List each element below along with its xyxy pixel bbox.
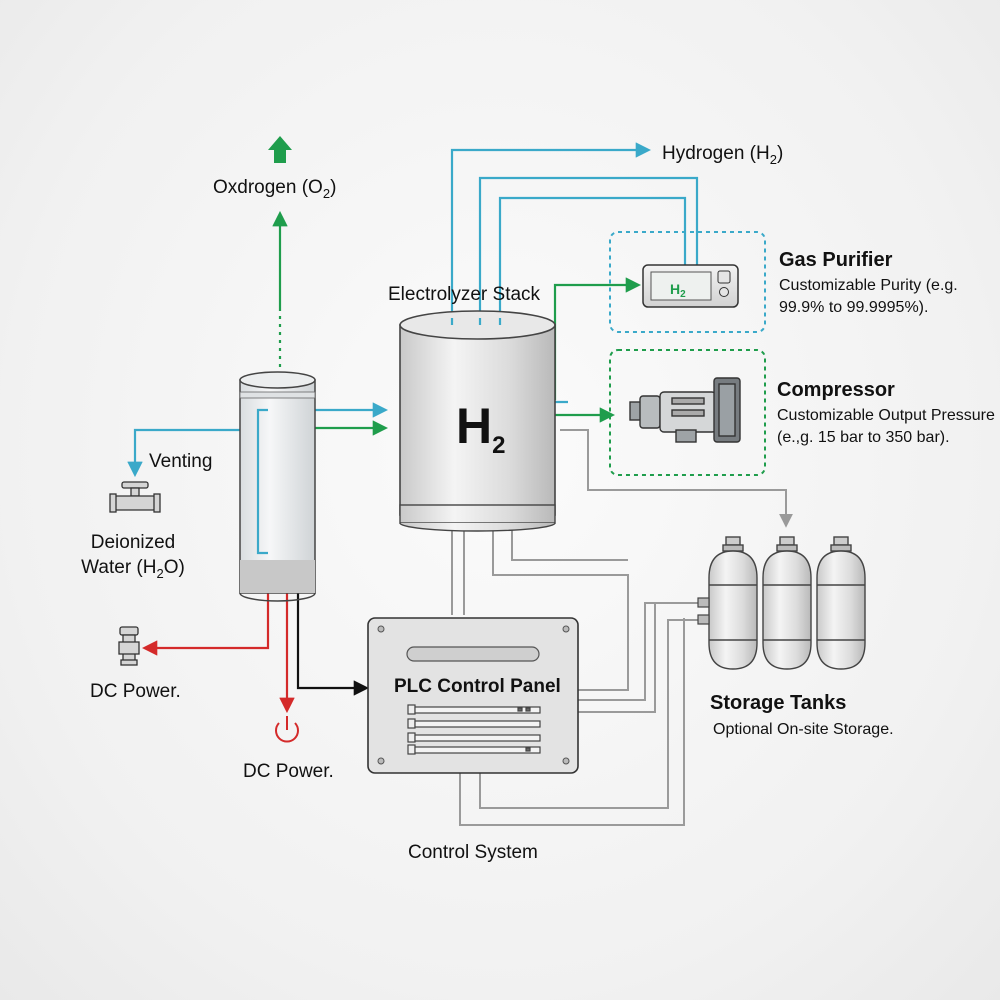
plc-control-modules xyxy=(407,704,541,755)
stack-top-ports xyxy=(450,318,502,325)
compressor-device xyxy=(629,377,741,443)
storage-tanks-desc: Optional On-site Storage. xyxy=(713,721,894,738)
tank-inlet-ports xyxy=(697,597,710,625)
gas-purifier-device xyxy=(642,264,739,308)
plc-module-row xyxy=(407,744,541,755)
valve-icon xyxy=(109,481,161,513)
power-icon xyxy=(275,716,299,743)
gas-purifier-desc-line2: 99.9% to 99.9995%). xyxy=(779,299,928,316)
gas-purifier-desc-line1: Customizable Purity (e.g. xyxy=(779,277,958,294)
oxygen-outlet-arrow-icon xyxy=(268,136,292,163)
deionized-water-label-line2: Water (H2O) xyxy=(81,557,185,581)
electrolyzer-stack xyxy=(399,310,556,532)
gas-purifier-device-label: H2 xyxy=(670,281,686,300)
oxygen-output-label: Oxdrogen (O2) xyxy=(213,177,336,201)
hydrogen-output-label: Hydrogen (H2) xyxy=(662,143,783,167)
dc-power-bottom-label: DC Power. xyxy=(243,761,334,782)
plc-module-row xyxy=(407,718,541,729)
venting-label: Venting xyxy=(149,451,212,472)
plc-control-panel-label: PLC Control Panel xyxy=(394,676,561,697)
storage-tank xyxy=(708,536,758,670)
control-system-label: Control System xyxy=(408,842,538,863)
dc-power-left-label: DC Power. xyxy=(90,681,181,702)
control-signal-line xyxy=(296,580,370,696)
separator-inner-tube xyxy=(256,408,268,555)
storage-tank xyxy=(816,536,866,670)
plc-control-panel xyxy=(367,617,579,774)
storage-tank xyxy=(762,536,812,670)
gas-purifier-title: Gas Purifier xyxy=(779,249,893,271)
gas-purifier-enclosure xyxy=(609,231,766,333)
control-wiring xyxy=(451,429,793,826)
compressor-title: Compressor xyxy=(777,379,895,401)
plc-module-row xyxy=(407,704,541,715)
compressor-desc-line1: Customizable Output Pressure xyxy=(777,407,995,424)
electrolyzer-stack-label: Electrolyzer Stack xyxy=(388,284,541,305)
power-lines xyxy=(141,580,295,714)
deionized-water-label: Deionized xyxy=(91,532,176,553)
compressor-desc-line2: (e.,g. 15 bar to 350 bar). xyxy=(777,429,950,446)
separator-vessel xyxy=(239,371,316,602)
stack-h2-symbol: H2 xyxy=(456,398,505,459)
storage-tanks-title: Storage Tanks xyxy=(710,692,846,714)
drain-valve-icon xyxy=(118,626,140,666)
plc-module-row xyxy=(407,732,541,743)
